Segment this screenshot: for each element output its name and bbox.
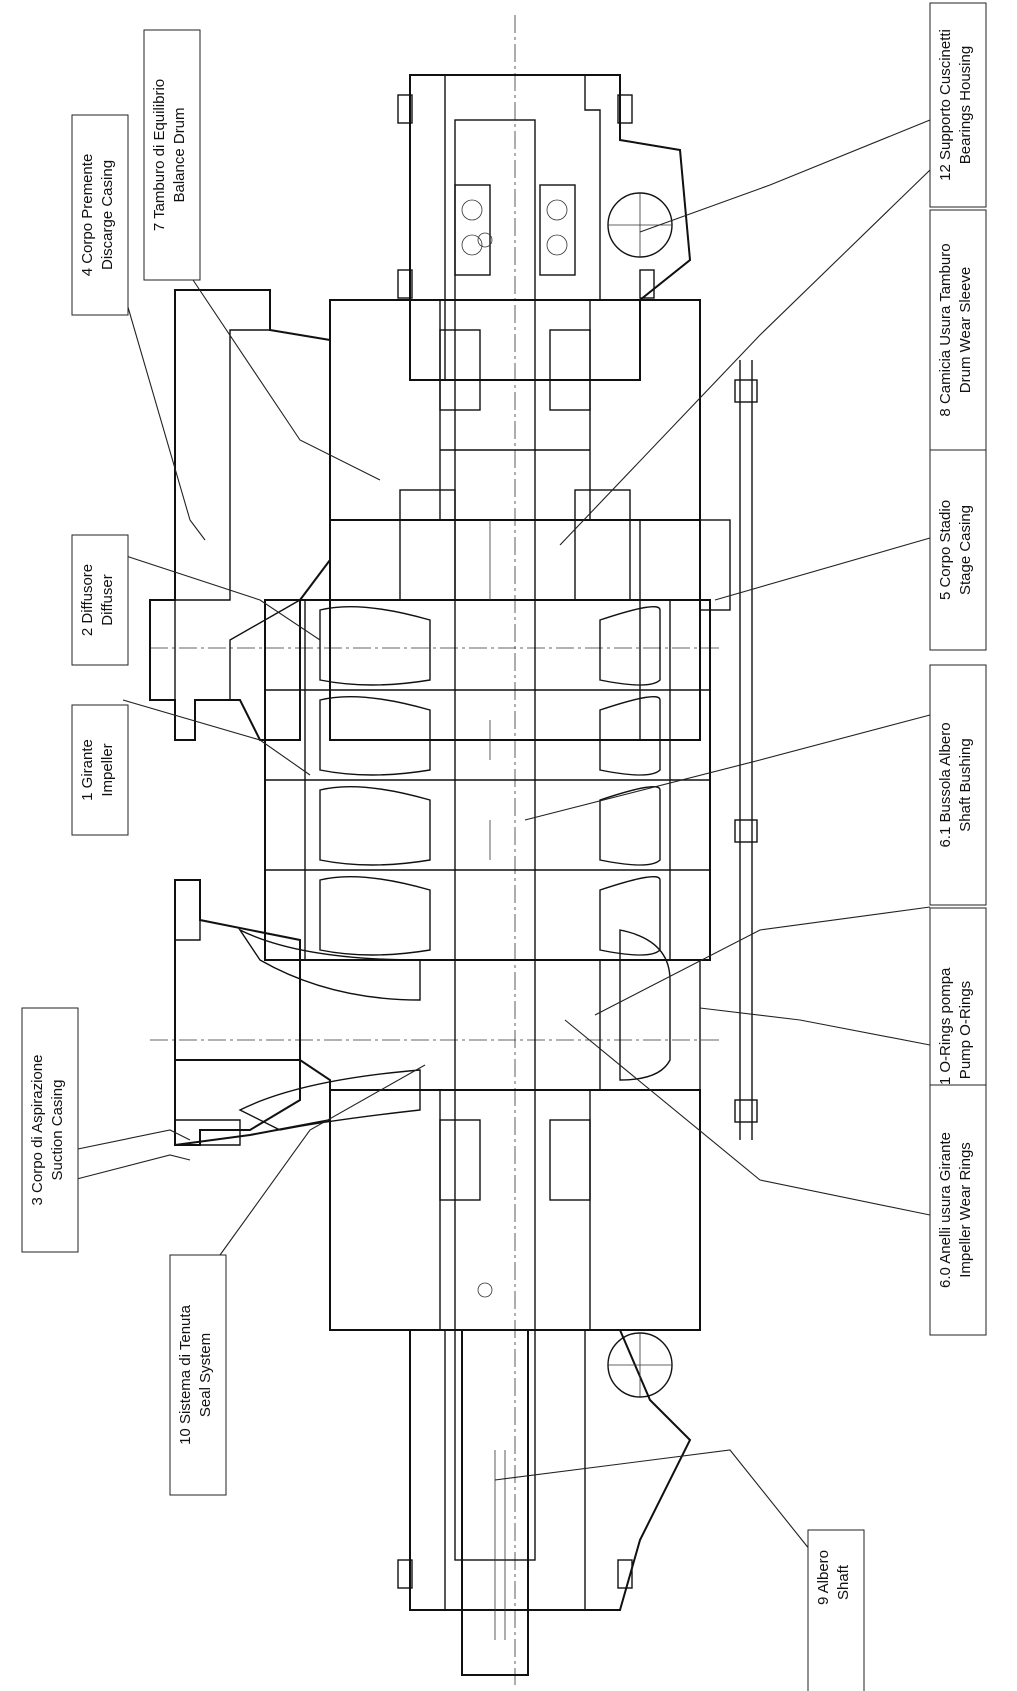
- leader-10: [219, 1064, 426, 1256]
- balance-drum-region: [329, 489, 731, 741]
- callout-pump-o-rings-line2: Pump O-Rings: [957, 981, 974, 1079]
- callout-shaft-bushing: 6.1 Bussola Albero Shaft Bushing: [929, 664, 987, 906]
- leader-2: [122, 554, 321, 641]
- callout-shaft: 9 Albero Shaft: [807, 1529, 865, 1691]
- callout-impeller-line1: 1 Girante: [79, 739, 96, 801]
- callout-suction-casing-line1: 3 Corpo di Aspirazione: [29, 1055, 46, 1206]
- callout-seal-system-line2: Seal System: [197, 1333, 214, 1417]
- callout-impeller: 1 Girante Impeller: [71, 704, 129, 836]
- callout-bearings-housing-line1: 12 Supporto Cuscinetti: [937, 29, 954, 181]
- leader-60a: [594, 906, 931, 1016]
- leader-lines: [72, 119, 931, 1551]
- leader-8: [559, 169, 931, 546]
- callout-stage-casing-line2: Stage Casing: [957, 505, 974, 595]
- leader-1: [122, 699, 311, 776]
- leader-7: [192, 279, 381, 481]
- lower-seal-bearing-housing: [329, 1089, 701, 1611]
- callout-impeller-wear-rings: 6.0 Anelli usura Girante Impeller Wear R…: [929, 1084, 987, 1336]
- callouts: 1 Girante Impeller 2 Diffusore Diffuser …: [21, 2, 987, 1691]
- callout-stage-casing: 5 Corpo Stadio Stage Casing: [929, 449, 987, 651]
- callout-balance-drum-line2: Balance Drum: [171, 107, 188, 202]
- callout-diffuser: 2 Diffusore Diffuser: [71, 534, 129, 666]
- leader-11: [699, 1007, 931, 1046]
- leader-9: [494, 1449, 811, 1551]
- callout-balance-drum: 7 Tamburo di Equilibrio Balance Drum: [143, 29, 201, 281]
- callout-pump-o-rings-line1: 11 O-Rings pompa: [937, 967, 954, 1092]
- suction-casing: [174, 879, 701, 1147]
- callout-shaft-bushing-line2: Shaft Bushing: [957, 738, 974, 831]
- callout-shaft-line1: 9 Albero: [815, 1550, 832, 1605]
- callout-discharge-casing-line1: 4 Corpo Premente: [79, 154, 96, 277]
- callout-impeller-line2: Impeller: [99, 743, 116, 796]
- callout-suction-casing: 3 Corpo di Aspirazione Suction Casing: [21, 1007, 79, 1253]
- callout-bearings-housing: 12 Supporto Cuscinetti Bearings Housing: [929, 2, 987, 208]
- upper-bearing-housing: [397, 74, 692, 381]
- callout-diffuser-line1: 2 Diffusore: [79, 564, 96, 636]
- callout-drum-wear-sleeve-line2: Drum Wear Sleeve: [957, 267, 974, 393]
- callout-impeller-wear-rings-line2: Impeller Wear Rings: [957, 1142, 974, 1278]
- callout-seal-system-line1: 10 Sistema di Tenuta: [177, 1304, 194, 1444]
- callout-shaft-line2: Shaft: [835, 1564, 852, 1600]
- leader-3b: [72, 1154, 191, 1181]
- callout-balance-drum-line1: 7 Tamburo di Equilibrio: [151, 79, 168, 231]
- callout-diffuser-line2: Diffuser: [99, 574, 116, 625]
- pump-stages: [264, 360, 758, 1140]
- callout-drum-wear-sleeve: 8 Camicia Usura Tamburo Drum Wear Sleeve: [929, 209, 987, 451]
- leader-12: [639, 119, 931, 233]
- callout-bearings-housing-line2: Bearings Housing: [957, 46, 974, 164]
- leader-5: [714, 537, 931, 601]
- callout-impeller-wear-rings-line1: 6.0 Anelli usura Girante: [937, 1132, 954, 1288]
- pump-assembly: [149, 15, 758, 1685]
- callout-discharge-casing-line2: Discarge Casing: [99, 160, 116, 270]
- leader-3: [72, 1129, 191, 1151]
- leader-60b: [564, 1019, 931, 1216]
- shaft: [454, 119, 536, 1676]
- discharge-casing: [149, 289, 331, 741]
- callout-stage-casing-line1: 5 Corpo Stadio: [937, 500, 954, 600]
- callout-seal-system: 10 Sistema di Tenuta Seal System: [169, 1254, 227, 1496]
- callout-discharge-casing: 4 Corpo Premente Discarge Casing: [71, 114, 129, 316]
- leader-4: [122, 289, 206, 541]
- callout-shaft-bushing-line1: 6.1 Bussola Albero: [937, 722, 954, 847]
- callout-suction-casing-line2: Suction Casing: [49, 1080, 66, 1181]
- leader-61: [524, 714, 931, 821]
- callout-drum-wear-sleeve-line1: 8 Camicia Usura Tamburo: [937, 243, 954, 416]
